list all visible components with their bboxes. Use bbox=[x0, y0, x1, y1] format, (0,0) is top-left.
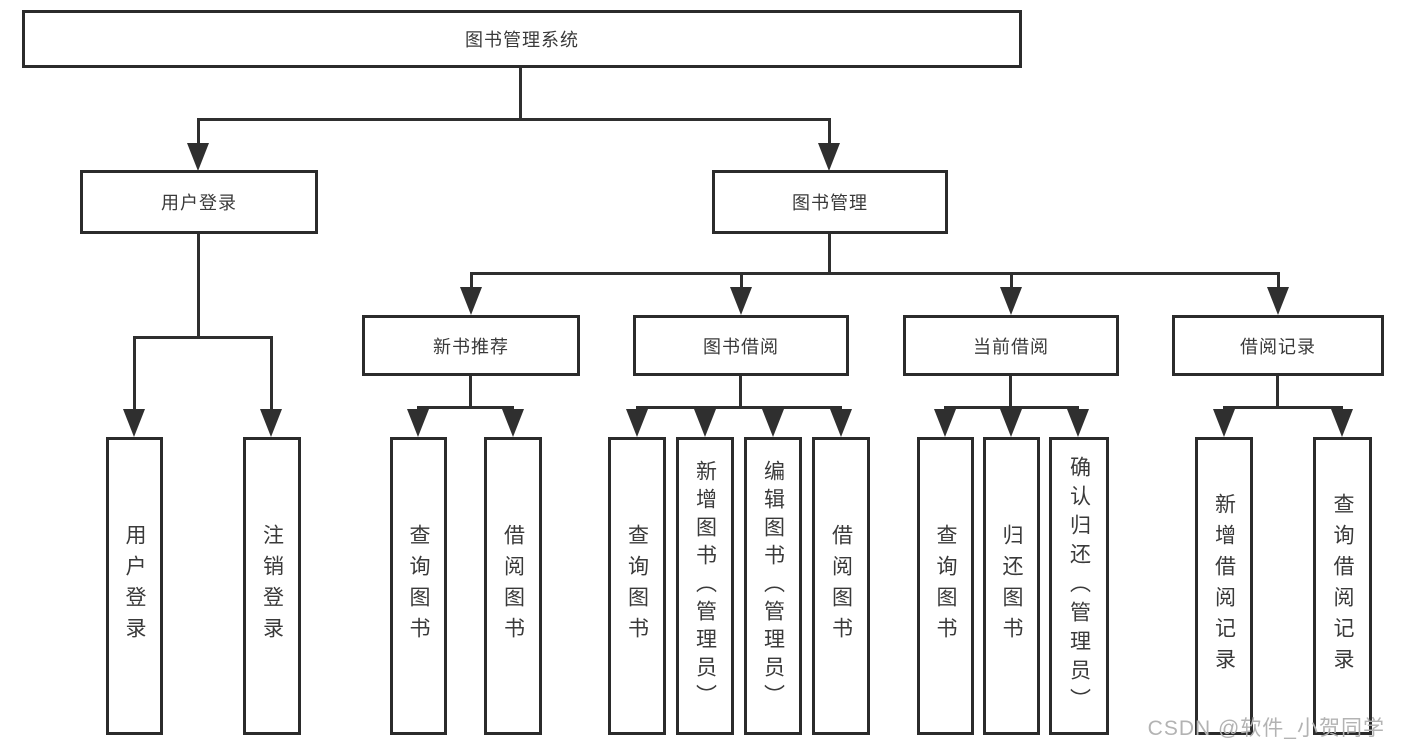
node-root-label: 图书管理系统 bbox=[465, 30, 579, 50]
leaf-current-return-books: 归还图书 bbox=[983, 437, 1040, 735]
leaf-current-confirm-return-admin-label: 确认归还（管理员） bbox=[1067, 455, 1091, 717]
leaf-logout: 注销登录 bbox=[243, 437, 301, 735]
leaf-current-confirm-return-admin: 确认归还（管理员） bbox=[1049, 437, 1109, 735]
arrow-down-icon bbox=[1000, 409, 1022, 437]
leaf-borrow-query-books: 查询图书 bbox=[608, 437, 666, 735]
connector-line bbox=[133, 336, 273, 339]
node-book-management: 图书管理 bbox=[712, 170, 948, 234]
connector-line bbox=[636, 406, 842, 409]
leaf-borrow-borrow-books-label: 借阅图书 bbox=[829, 524, 853, 648]
leaf-records-add-record-label: 新增借阅记录 bbox=[1212, 493, 1236, 679]
node-new-book-recommend-label: 新书推荐 bbox=[433, 336, 509, 357]
leaf-recommend-query-books: 查询图书 bbox=[390, 437, 447, 735]
leaf-borrow-borrow-books: 借阅图书 bbox=[812, 437, 870, 735]
connector-line bbox=[1276, 376, 1279, 409]
leaf-recommend-borrow-books-label: 借阅图书 bbox=[501, 524, 525, 648]
connector-line bbox=[133, 336, 136, 412]
node-root: 图书管理系统 bbox=[22, 10, 1022, 68]
leaf-borrow-query-books-label: 查询图书 bbox=[625, 524, 649, 648]
connector-line bbox=[1223, 406, 1343, 409]
arrow-down-icon bbox=[407, 409, 429, 437]
node-book-borrow-label: 图书借阅 bbox=[703, 336, 779, 357]
arrow-down-icon bbox=[1000, 287, 1022, 315]
leaf-current-query-books: 查询图书 bbox=[917, 437, 974, 735]
node-user-login-label: 用户登录 bbox=[161, 193, 237, 213]
arrow-down-icon bbox=[123, 409, 145, 437]
arrow-down-icon bbox=[730, 287, 752, 315]
leaf-borrow-edit-books-admin-label: 编辑图书（管理员） bbox=[761, 460, 785, 712]
arrow-down-icon bbox=[1067, 409, 1089, 437]
connector-line bbox=[1277, 272, 1280, 290]
arrow-down-icon bbox=[1213, 409, 1235, 437]
connector-line bbox=[828, 234, 831, 275]
connector-line bbox=[739, 376, 742, 409]
leaf-records-query-record: 查询借阅记录 bbox=[1313, 437, 1372, 735]
node-borrow-records-label: 借阅记录 bbox=[1240, 336, 1316, 357]
connector-line bbox=[469, 376, 472, 409]
arrow-down-icon bbox=[934, 409, 956, 437]
arrow-down-icon bbox=[187, 143, 209, 171]
arrow-down-icon bbox=[818, 143, 840, 171]
leaf-recommend-borrow-books: 借阅图书 bbox=[484, 437, 542, 735]
leaf-user-login-label: 用户登录 bbox=[123, 524, 146, 648]
connector-line bbox=[197, 118, 200, 146]
node-current-borrow-label: 当前借阅 bbox=[973, 336, 1049, 357]
arrow-down-icon bbox=[762, 409, 784, 437]
connector-line bbox=[470, 272, 473, 290]
connector-line bbox=[470, 272, 1280, 275]
arrow-down-icon bbox=[260, 409, 282, 437]
leaf-records-add-record: 新增借阅记录 bbox=[1195, 437, 1253, 735]
connector-line bbox=[270, 336, 273, 412]
connector-line bbox=[197, 234, 200, 336]
csdn-watermark: CSDN @软件_小贺同学 bbox=[1147, 717, 1385, 740]
node-new-book-recommend: 新书推荐 bbox=[362, 315, 580, 376]
leaf-logout-label: 注销登录 bbox=[260, 524, 284, 648]
connector-line bbox=[417, 406, 514, 409]
leaf-recommend-query-books-label: 查询图书 bbox=[407, 524, 430, 648]
leaf-borrow-edit-books-admin: 编辑图书（管理员） bbox=[744, 437, 802, 735]
connector-line bbox=[1009, 376, 1012, 409]
leaf-borrow-add-books-admin-label: 新增图书（管理员） bbox=[693, 460, 717, 712]
node-borrow-records: 借阅记录 bbox=[1172, 315, 1384, 376]
connector-line bbox=[828, 118, 831, 146]
node-book-borrow: 图书借阅 bbox=[633, 315, 849, 376]
arrow-down-icon bbox=[502, 409, 524, 437]
arrow-down-icon bbox=[1267, 287, 1289, 315]
arrow-down-icon bbox=[460, 287, 482, 315]
connector-line bbox=[944, 406, 1079, 409]
node-user-login: 用户登录 bbox=[80, 170, 318, 234]
connector-line bbox=[197, 118, 831, 121]
leaf-current-return-books-label: 归还图书 bbox=[1000, 524, 1023, 648]
arrow-down-icon bbox=[694, 409, 716, 437]
connector-line bbox=[1010, 272, 1013, 290]
connector-line bbox=[519, 68, 522, 120]
leaf-records-query-record-label: 查询借阅记录 bbox=[1331, 493, 1354, 679]
connector-line bbox=[740, 272, 743, 290]
arrow-down-icon bbox=[1331, 409, 1353, 437]
node-current-borrow: 当前借阅 bbox=[903, 315, 1119, 376]
leaf-user-login: 用户登录 bbox=[106, 437, 163, 735]
leaf-current-query-books-label: 查询图书 bbox=[934, 524, 957, 648]
arrow-down-icon bbox=[626, 409, 648, 437]
node-book-management-label: 图书管理 bbox=[792, 193, 868, 213]
leaf-borrow-add-books-admin: 新增图书（管理员） bbox=[676, 437, 734, 735]
arrow-down-icon bbox=[830, 409, 852, 437]
